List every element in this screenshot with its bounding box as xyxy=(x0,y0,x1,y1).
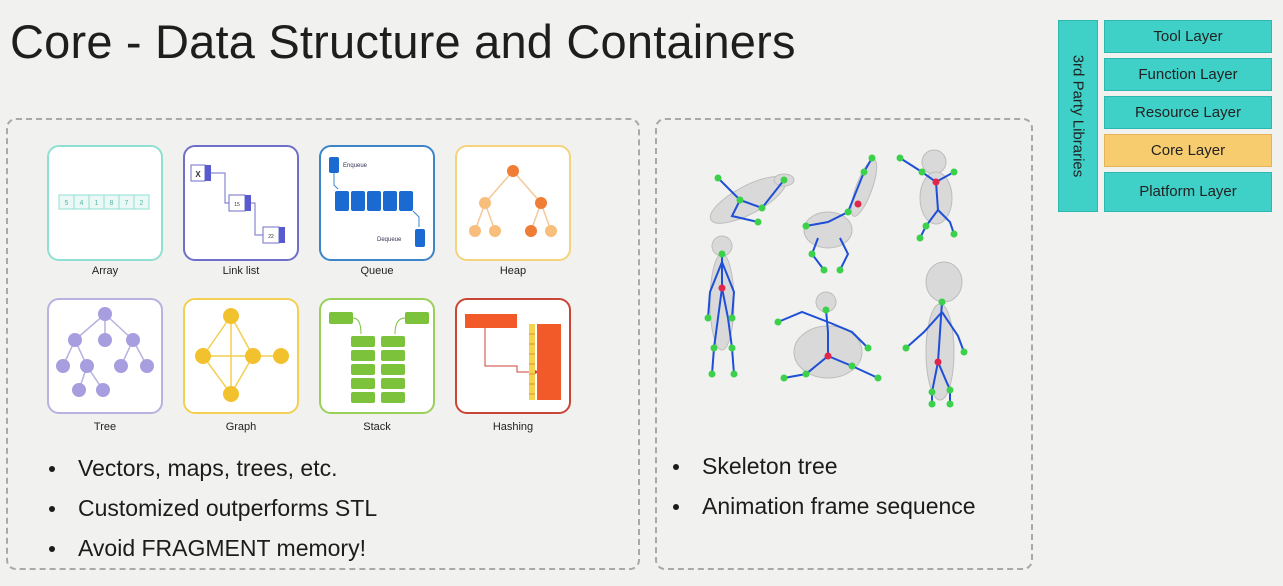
queue-label: Queue xyxy=(360,265,394,277)
array-cell: 1 xyxy=(95,200,99,207)
linklist-node: 22 xyxy=(268,234,274,240)
array-label: Array xyxy=(91,265,119,277)
array-diagram: 5 4 1 8 7 2 xyxy=(58,194,150,210)
graph-diagram xyxy=(195,308,289,402)
heap-label: Heap xyxy=(499,265,527,277)
stack-diagram xyxy=(329,312,429,403)
enqueue-label: Enqueue xyxy=(343,163,368,169)
hashing-card xyxy=(455,298,571,414)
hashing-label: Hashing xyxy=(492,421,534,433)
data-structures-panel xyxy=(6,118,640,570)
bullet-item: Vectors, maps, trees, etc. xyxy=(44,448,377,488)
heap-card xyxy=(455,145,571,261)
tool-layer: Tool Layer xyxy=(1104,20,1272,53)
tree-card xyxy=(47,298,163,414)
skeleton-illustration xyxy=(704,149,968,408)
engine-layer-stack: 3rd Party Libraries Tool Layer Function … xyxy=(1058,20,1274,212)
array-cell: 4 xyxy=(80,200,84,207)
slide-title: Core - Data Structure and Containers xyxy=(10,15,796,68)
bullet-item: Skeleton tree xyxy=(668,446,976,486)
array-cell: 7 xyxy=(125,200,129,207)
core-layer: Core Layer xyxy=(1104,134,1272,167)
linklist-node: 15 xyxy=(234,202,240,208)
bullet-item: Customized outperforms STL xyxy=(44,488,377,528)
linklist-label: Link list xyxy=(222,265,260,277)
tree-label: Tree xyxy=(93,421,117,433)
array-cell: 2 xyxy=(140,200,144,207)
third-party-libraries-tab: 3rd Party Libraries xyxy=(1058,20,1098,212)
platform-layer: Platform Layer xyxy=(1104,172,1272,212)
array-cell: 8 xyxy=(110,200,114,207)
stack-label: Stack xyxy=(363,421,391,433)
left-bullet-list: Vectors, maps, trees, etc. Customized ou… xyxy=(44,448,377,568)
resource-layer: Resource Layer xyxy=(1104,96,1272,129)
third-party-libraries-label: 3rd Party Libraries xyxy=(1069,54,1087,178)
queue-card: Enqueue Dequeue xyxy=(319,145,435,261)
skeleton-panel xyxy=(655,118,1033,570)
skeleton-poses-image xyxy=(688,142,1018,424)
right-bullet-list: Skeleton tree Animation frame sequence xyxy=(668,446,976,526)
linklist-diagram: X 15 22 xyxy=(190,164,285,244)
queue-diagram: Enqueue Dequeue xyxy=(329,157,425,247)
hashing-diagram xyxy=(465,314,561,400)
graph-label: Graph xyxy=(225,421,257,433)
function-layer: Function Layer xyxy=(1104,58,1272,91)
tree-diagram xyxy=(56,307,154,397)
bullet-item: Animation frame sequence xyxy=(668,486,976,526)
array-card: 5 4 1 8 7 2 xyxy=(47,145,163,261)
linklist-card: X 15 22 xyxy=(183,145,299,261)
array-cell: 5 xyxy=(65,200,69,207)
heap-diagram xyxy=(469,165,557,237)
graph-card xyxy=(183,298,299,414)
linklist-node: X xyxy=(195,170,201,179)
dequeue-label: Dequeue xyxy=(377,237,402,243)
bullet-item: Avoid FRAGMENT memory! xyxy=(44,528,377,568)
stack-card xyxy=(319,298,435,414)
